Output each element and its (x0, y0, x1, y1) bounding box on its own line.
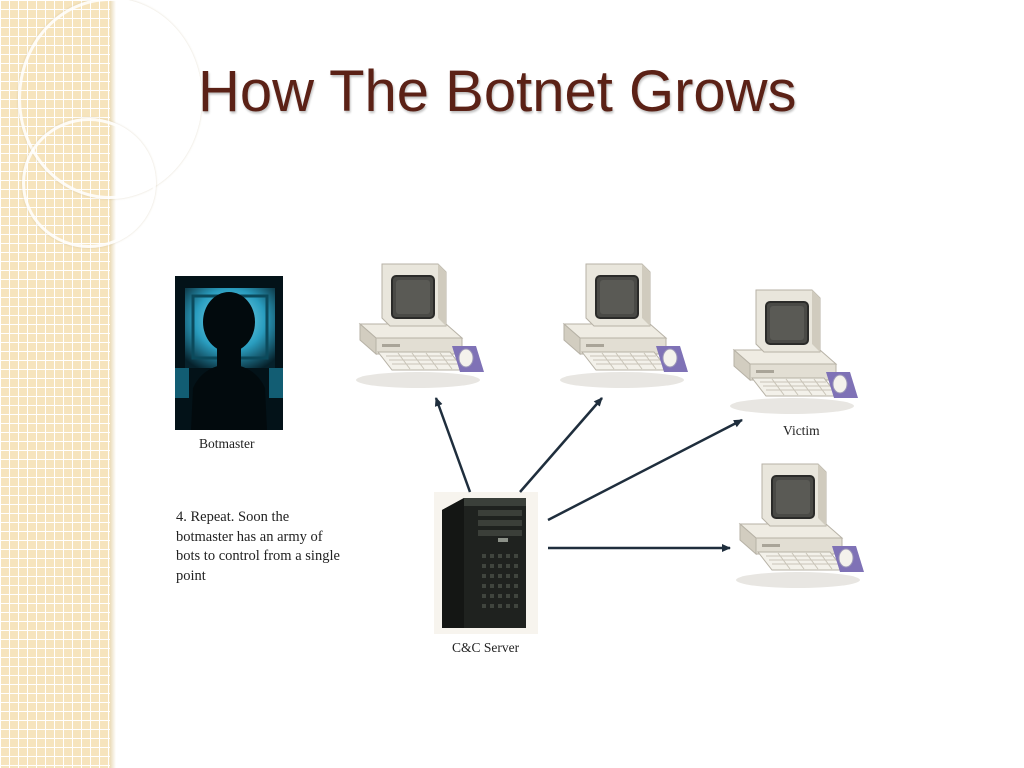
sidebar-edge (110, 0, 116, 768)
arrow-icon (519, 397, 603, 493)
server-tower-icon (434, 492, 538, 634)
computer-icon (735, 463, 865, 589)
decorative-ring-bottom (22, 118, 156, 248)
botmaster-silhouette-icon (175, 276, 283, 430)
victim-label: Victim (783, 423, 820, 438)
botmaster-label: Botmaster (199, 436, 255, 451)
computer-icon (559, 263, 689, 389)
step-note: 4. Repeat. Soon the botmaster has an arm… (176, 509, 340, 584)
computer-icon (729, 289, 859, 415)
slide-title: How The Botnet Grows (198, 59, 797, 124)
computer-icon (355, 263, 485, 389)
server-label: C&C Server (452, 640, 520, 655)
arrow-icon (547, 418, 743, 522)
arrow-icon (434, 397, 472, 493)
